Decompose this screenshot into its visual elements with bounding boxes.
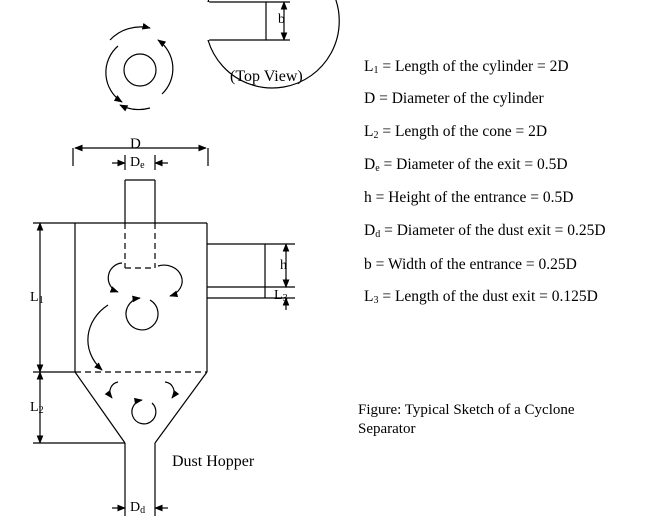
flow-arrow-7	[131, 397, 157, 425]
top-view-swirl-right	[157, 39, 174, 95]
cone-left	[74, 371, 126, 444]
dust-hopper-label: Dust Hopper	[172, 453, 255, 470]
top-view-swirl-bottom	[119, 104, 151, 112]
top-view-label: (Top View)	[230, 68, 303, 85]
flow-arrow-5	[104, 381, 119, 399]
flow-arrow-4	[87, 304, 109, 371]
side-view	[33, 155, 295, 516]
dim-label-D: D	[130, 136, 141, 152]
legend-item-De: De = Diameter of the exit = 0.5D	[364, 156, 568, 174]
flow-arrow-1	[107, 262, 123, 293]
top-view-swirl-top	[109, 23, 151, 41]
legend-item-L3: L3 = Length of the dust exit = 0.125D	[364, 288, 598, 306]
dim-label-Dd: Dd	[130, 500, 146, 516]
dim-label-h: h	[280, 258, 287, 273]
dim-label-b: b	[278, 12, 285, 27]
dim-label-L1: L1	[30, 290, 44, 306]
legend-item-L2: L2 = Length of the cone = 2D	[364, 123, 548, 141]
legend-item-Dd: Dd = Diameter of the dust exit = 0.25D	[364, 222, 606, 240]
dim-label-De: De	[130, 155, 145, 171]
top-view-inner-pipe	[123, 53, 157, 87]
legend-item-h: h = Height of the entrance = 0.5D	[364, 189, 574, 206]
top-view-swirl-left	[105, 45, 123, 103]
flow-arrow-2	[157, 264, 183, 297]
dim-label-L2: L2	[30, 400, 44, 416]
flow-arrow-6	[164, 381, 180, 399]
legend-item-b: b = Width of the entrance = 0.25D	[364, 256, 577, 273]
scroll-outline	[207, 0, 340, 89]
flow-arrow-3	[125, 295, 159, 331]
dim-label-L3: L3	[274, 288, 288, 304]
legend-item-L1: L1 = Length of the cylinder = 2D	[364, 58, 569, 76]
top-view	[72, 0, 340, 166]
cone-right	[154, 371, 208, 444]
legend-item-D: D = Diameter of the cylinder	[364, 90, 544, 107]
